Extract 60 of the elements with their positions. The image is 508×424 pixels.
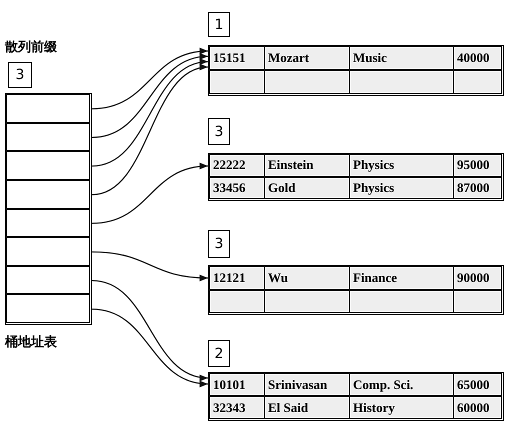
- record-field: 22222: [210, 155, 265, 176]
- record-row: [209, 70, 502, 94]
- global-depth-value: 3: [8, 62, 32, 88]
- depth-value: 3: [208, 230, 230, 258]
- record-row: [209, 266, 502, 290]
- address-cell: [6, 180, 90, 208]
- record-field: Einstein: [265, 155, 350, 176]
- arrow: [92, 251, 208, 282]
- record-field: 60000: [454, 397, 501, 418]
- bucket-box: [208, 372, 504, 421]
- address-cell: [6, 122, 90, 152]
- record-row: [209, 290, 502, 313]
- depth-value: 3: [208, 118, 230, 145]
- bucket-box: [208, 45, 504, 96]
- record-field: Mozart: [265, 47, 350, 69]
- address-cell: [6, 266, 90, 294]
- record-row: [209, 46, 502, 70]
- arrow: [92, 280, 208, 380]
- record-field: 65000: [454, 374, 501, 395]
- record-field: Wu: [265, 267, 350, 288]
- depth-value: 1: [208, 12, 230, 37]
- record-field: Srinivasan: [265, 374, 350, 395]
- arrow: [92, 48, 208, 110]
- record-row: [209, 373, 502, 396]
- record-row: [209, 396, 502, 419]
- record-row: [209, 154, 502, 176]
- address-cell: [6, 208, 90, 238]
- address-cell: [6, 237, 90, 266]
- record-field: 12121: [210, 267, 265, 288]
- bucket-box: [208, 153, 504, 201]
- record-field: History: [350, 397, 454, 418]
- record-field: Gold: [265, 178, 350, 198]
- arrow: [92, 60, 208, 167]
- record-field: 90000: [454, 267, 501, 288]
- record-field: Finance: [350, 267, 454, 288]
- record-field: Physics: [350, 178, 454, 198]
- record-row: [209, 176, 502, 199]
- record-field: 15151: [210, 47, 265, 69]
- record-field: 33456: [210, 178, 265, 198]
- record-field: 10101: [210, 374, 265, 395]
- address-cell: [6, 151, 90, 180]
- address-cell: [6, 294, 90, 323]
- bucket-address-table: [5, 93, 92, 325]
- record-field: El Said: [265, 397, 350, 418]
- record-field: 40000: [454, 47, 501, 69]
- record-field: 87000: [454, 178, 501, 198]
- caption-text: 散列前缀: [5, 39, 57, 56]
- arrow: [92, 308, 208, 386]
- record-field: Physics: [350, 155, 454, 176]
- arrow: [92, 163, 208, 224]
- address-cell: [6, 94, 90, 123]
- bucket-box: [208, 265, 504, 315]
- arrow: [92, 54, 208, 138]
- record-field: Comp. Sci.: [350, 374, 454, 395]
- record-field: Music: [350, 47, 454, 69]
- arrow: [92, 65, 208, 196]
- caption-text: 桶地址表: [5, 334, 57, 351]
- record-field: 95000: [454, 155, 501, 176]
- record-field: 32343: [210, 397, 265, 418]
- depth-value: 2: [208, 340, 230, 367]
